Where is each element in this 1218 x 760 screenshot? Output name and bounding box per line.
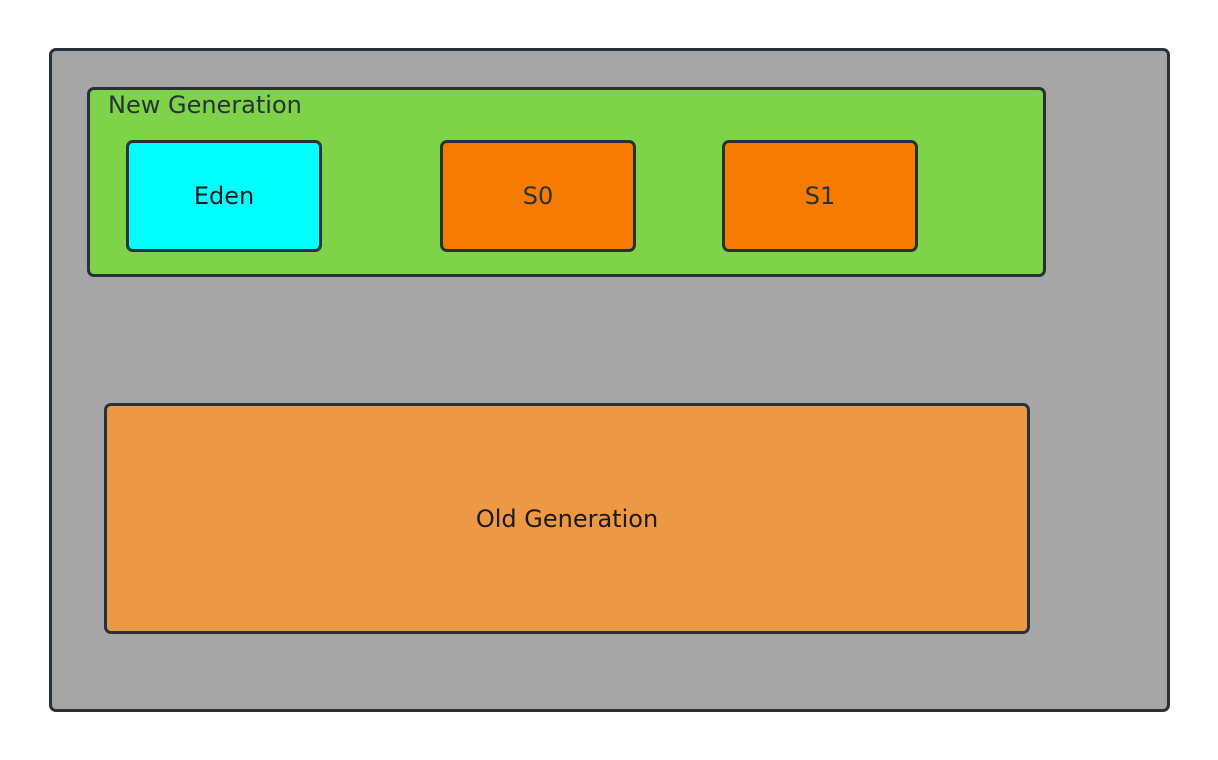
- eden-label: Eden: [193, 182, 255, 210]
- old-generation-region: Old Generation: [104, 403, 1030, 634]
- s1-label: S1: [804, 182, 836, 210]
- new-generation-label: New Generation: [108, 91, 302, 119]
- old-generation-label: Old Generation: [475, 504, 659, 533]
- s0-label: S0: [522, 182, 554, 210]
- survivor-space-s0: S0: [440, 140, 636, 252]
- eden-space: Eden: [126, 140, 322, 252]
- survivor-space-s1: S1: [722, 140, 918, 252]
